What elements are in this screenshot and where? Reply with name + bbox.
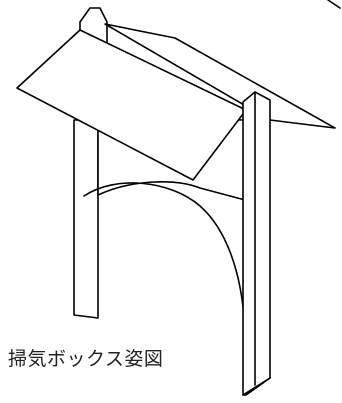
right-front-post [242, 91, 271, 396]
corner-mark [327, 0, 341, 9]
arch-curve [83, 182, 246, 331]
left-post [73, 119, 99, 319]
right-post-bottom [242, 377, 271, 396]
diagram-caption: 掃気ボックス姿図 [8, 342, 168, 373]
right-roof-slab [104, 23, 336, 129]
